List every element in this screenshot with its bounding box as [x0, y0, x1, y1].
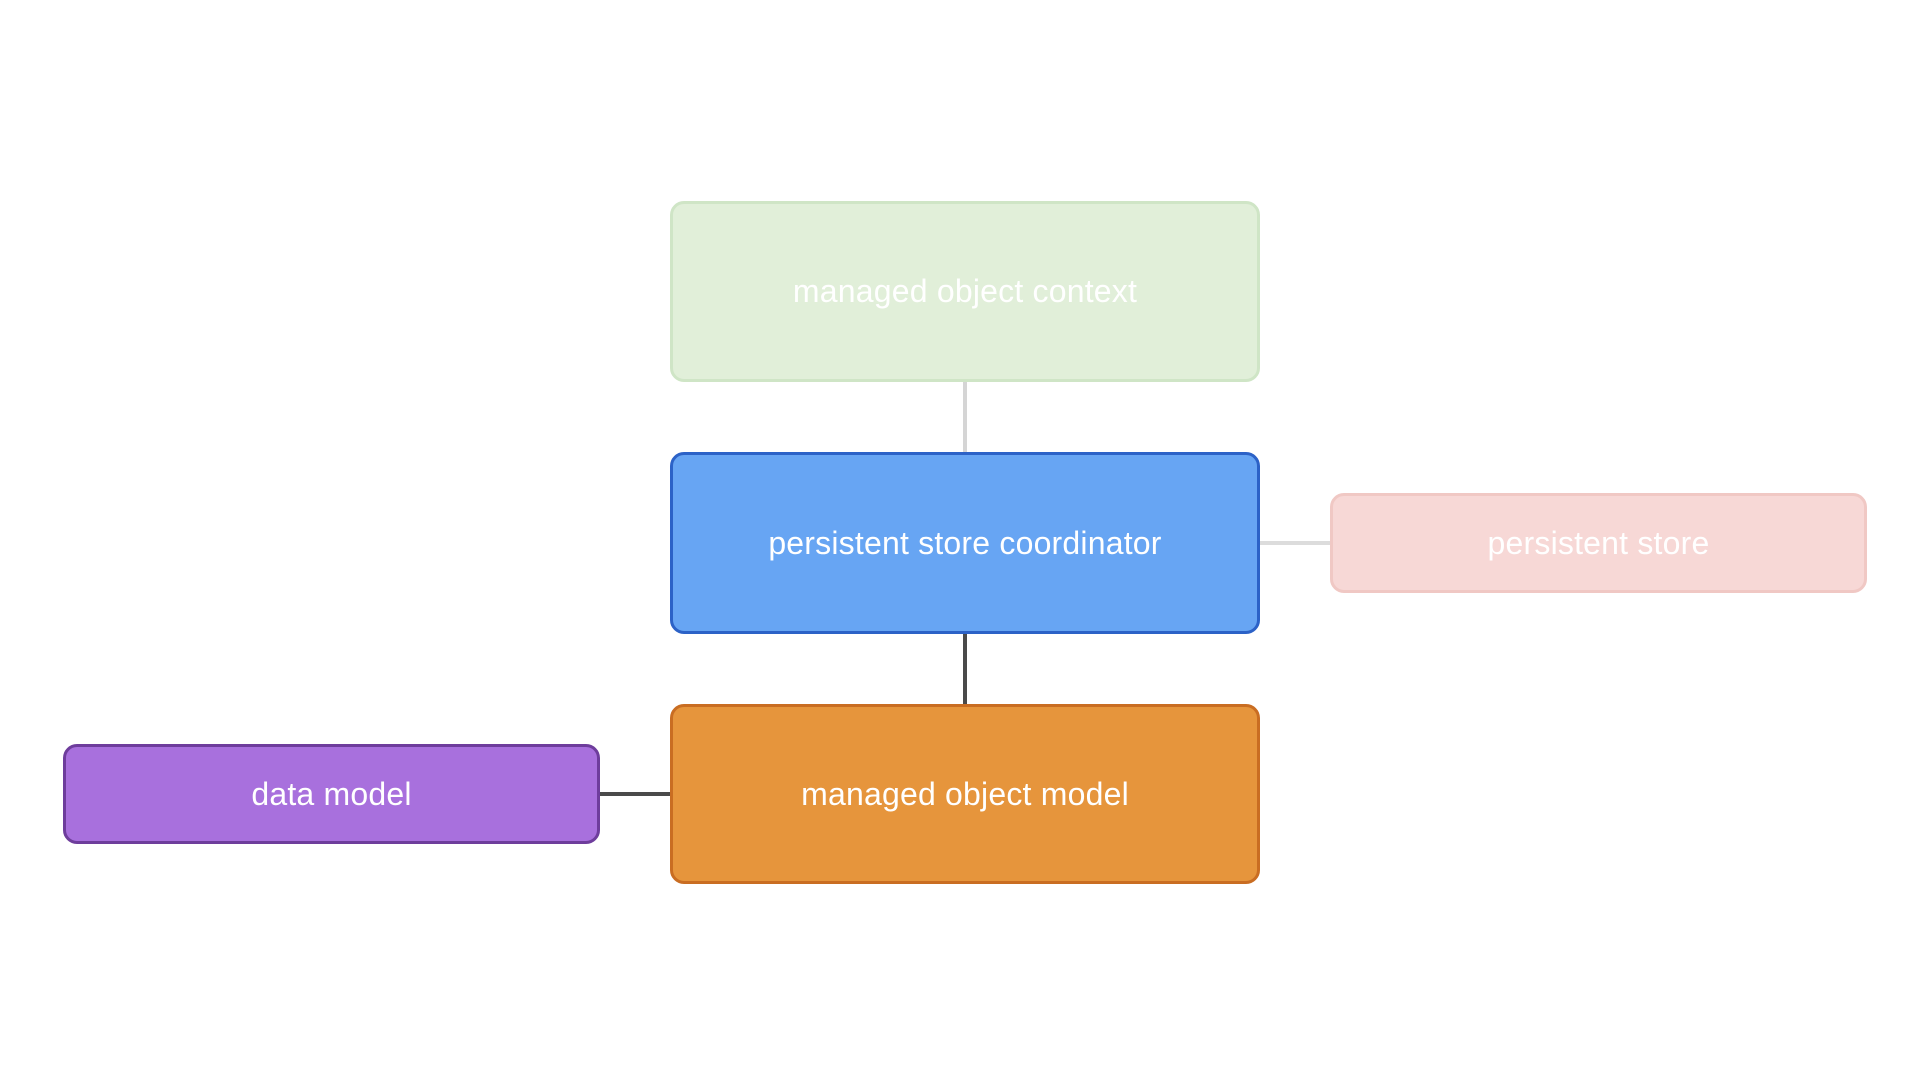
node-label-data-model: data model	[251, 775, 412, 812]
edge-context-to-coordinator	[963, 382, 967, 452]
node-persistent-store-coordinator[interactable]: persistent store coordinator	[670, 452, 1260, 634]
node-managed-object-model[interactable]: managed object model	[670, 704, 1260, 884]
node-label-persistent-store: persistent store	[1487, 524, 1710, 561]
node-label-persistent-store-coordinator: persistent store coordinator	[768, 524, 1162, 561]
edge-data-model-to-managed-object-model	[600, 792, 670, 796]
edge-coordinator-to-persistent-store	[1260, 541, 1330, 545]
node-managed-object-context[interactable]: managed object context	[670, 201, 1260, 382]
edge-coordinator-to-managed-object-model	[963, 634, 967, 704]
node-label-managed-object-context: managed object context	[792, 273, 1138, 309]
node-data-model[interactable]: data model	[63, 744, 600, 844]
node-label-managed-object-model: managed object model	[801, 775, 1129, 812]
node-persistent-store[interactable]: persistent store	[1330, 493, 1867, 593]
